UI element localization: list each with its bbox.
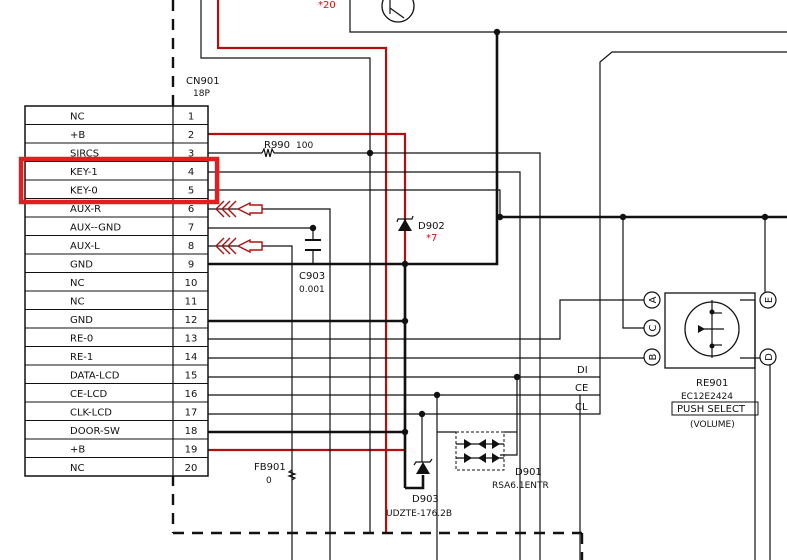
encoder-pin-circle bbox=[759, 291, 777, 309]
pin-number: 14 bbox=[185, 352, 198, 363]
plus-b-red-wires bbox=[208, 0, 407, 533]
pin-name: CLK-LCD bbox=[70, 408, 112, 419]
encoder-pin-circle bbox=[643, 348, 661, 366]
connector-ref: CN901 bbox=[186, 76, 220, 87]
pin-name: KEY-0 bbox=[70, 186, 98, 197]
encoder-pin-circle bbox=[759, 348, 777, 366]
gnd-thick-wires bbox=[208, 32, 787, 490]
encoder-pin-label: C bbox=[648, 324, 659, 331]
pin-name: +B bbox=[70, 445, 85, 456]
bus-labels: DI CE CL bbox=[575, 365, 588, 413]
diode-array-d901: D901 RSA6.1ENTR bbox=[437, 431, 549, 491]
pin-number: 13 bbox=[185, 334, 198, 345]
pin-name: KEY-1 bbox=[70, 167, 98, 178]
pin-name: CE-LCD bbox=[70, 389, 107, 400]
ferrite-fb901: FB901 0 bbox=[254, 462, 297, 486]
pin-number: 12 bbox=[185, 315, 198, 326]
pin-name: DOOR-SW bbox=[70, 426, 120, 437]
connector-type: 18P bbox=[193, 89, 210, 99]
pin-number: 10 bbox=[185, 278, 198, 289]
pin-name: GND bbox=[70, 315, 93, 326]
r990-ref: R990 bbox=[264, 140, 290, 151]
re901-function: PUSH SELECT bbox=[677, 404, 746, 415]
pin-number: 9 bbox=[188, 260, 194, 271]
pin-name: AUX-R bbox=[70, 204, 101, 215]
bus-label-ce: CE bbox=[575, 383, 588, 394]
pin-name: SIRCS bbox=[70, 149, 99, 160]
pin-number: 3 bbox=[188, 149, 194, 160]
bus-label-cl: CL bbox=[575, 402, 588, 413]
encoder-pin-label: E bbox=[764, 297, 775, 303]
top-transistor-partial: *20 bbox=[318, 0, 415, 23]
pin-name: RE-0 bbox=[70, 334, 93, 345]
resistor-r990: R990 100 bbox=[261, 140, 313, 158]
fb901-ref: FB901 bbox=[254, 462, 286, 473]
r990-value: 100 bbox=[296, 141, 313, 151]
encoder-pin-label: B bbox=[648, 353, 659, 360]
pin-number: 17 bbox=[185, 408, 198, 419]
pin-name: RE-1 bbox=[70, 352, 93, 363]
aux-r-arrow-icon bbox=[215, 200, 263, 218]
aux-arrows bbox=[215, 200, 263, 255]
pin-number: 4 bbox=[188, 167, 194, 178]
pin-number: 2 bbox=[188, 130, 194, 141]
pin-number: 8 bbox=[188, 241, 194, 252]
d903-ref: D903 bbox=[412, 494, 439, 505]
encoder-re901: A C B E D RE901 EC12E2424 PUSH SELECT (VOLUM… bbox=[643, 291, 777, 430]
re901-part: EC12E2424 bbox=[681, 392, 733, 402]
capacitor-c903: C903 0.001 bbox=[299, 239, 325, 295]
c903-value: 0.001 bbox=[299, 285, 325, 295]
key-pins-highlight bbox=[18, 156, 220, 205]
pin-number: 15 bbox=[185, 371, 198, 382]
pin-number: 1 bbox=[188, 112, 194, 123]
bus-label-di: DI bbox=[577, 365, 588, 376]
pin-name: +B bbox=[70, 130, 85, 141]
pin-number: 6 bbox=[188, 204, 194, 215]
d902-note: *7 bbox=[426, 233, 437, 244]
pin-name: NC bbox=[70, 112, 84, 123]
diode-d902: D902 *7 bbox=[396, 215, 445, 244]
pin-number: 19 bbox=[185, 445, 198, 456]
encoder-pin-label: D bbox=[764, 353, 775, 361]
d901-ref: D901 bbox=[515, 467, 542, 478]
pin-number: 16 bbox=[185, 389, 198, 400]
d902-ref: D902 bbox=[418, 221, 445, 232]
fb901-value: 0 bbox=[266, 476, 272, 486]
pin-name: NC bbox=[70, 278, 84, 289]
pin-number: 7 bbox=[188, 223, 194, 234]
encoder-pins: A C B E D bbox=[643, 291, 777, 366]
encoder-pin-circle bbox=[643, 319, 661, 337]
pin-number: 11 bbox=[185, 297, 198, 308]
diode-d903: D903 UDZTE-176.2B bbox=[386, 458, 452, 519]
pin-name: NC bbox=[70, 463, 84, 474]
encoder-pin-label: A bbox=[648, 296, 659, 303]
pin-number: 18 bbox=[185, 426, 198, 437]
d903-part: UDZTE-176.2B bbox=[386, 509, 452, 519]
re901-caption: (VOLUME) bbox=[690, 420, 735, 430]
top-note: *20 bbox=[318, 0, 336, 11]
pin-name: AUX-L bbox=[70, 241, 100, 252]
pin-name: DATA-LCD bbox=[70, 371, 120, 382]
c903-ref: C903 bbox=[299, 271, 325, 282]
pin-number: 20 bbox=[185, 463, 198, 474]
d901-part: RSA6.1ENTR bbox=[492, 481, 549, 491]
encoder-pin-circle bbox=[643, 291, 661, 309]
junction-dots bbox=[309, 28, 769, 436]
pin-number: 5 bbox=[188, 186, 194, 197]
pin-name: GND bbox=[70, 260, 93, 271]
re901-ref: RE901 bbox=[696, 378, 728, 389]
pin-name: NC bbox=[70, 297, 84, 308]
aux-l-arrow-icon bbox=[215, 237, 263, 255]
pin-name: AUX--GND bbox=[70, 223, 121, 234]
